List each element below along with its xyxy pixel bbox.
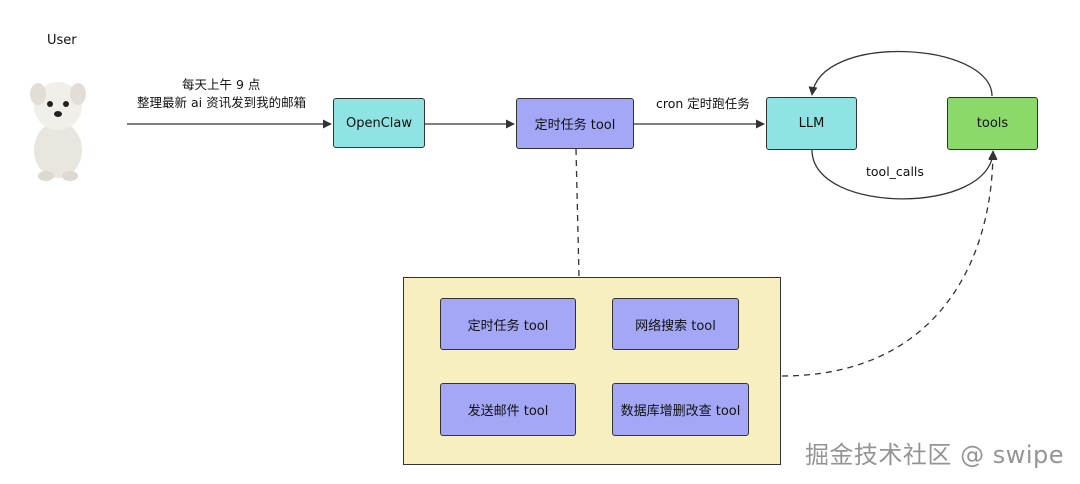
dog-icon <box>30 82 86 181</box>
toolbox-item-cron: 定时任务 tool <box>440 298 576 350</box>
request-line1: 每天上午 9 点 <box>182 77 261 92</box>
toolbox-item-send-email: 发送邮件 tool <box>440 383 576 436</box>
watermark: 掘金技术社区 @ swipe <box>804 441 1064 469</box>
edge-toolbox-tools-dashed <box>781 151 998 377</box>
node-cron-tool: 定时任务 tool <box>516 98 634 149</box>
toolbox-item-database-crud: 数据库增删改查 tool <box>612 383 749 436</box>
edge-label-cron: cron 定时跑任务 <box>656 96 750 111</box>
node-tools: tools <box>947 97 1038 150</box>
edge-llm-tools-loop <box>811 149 998 200</box>
edge-cron-toolbox-dashed <box>575 148 580 277</box>
edge-tools-llm-loop <box>808 50 993 97</box>
request-line2: 整理最新 ai 资讯发到我的邮箱 <box>137 95 307 110</box>
node-llm: LLM <box>766 97 857 150</box>
toolbox-item-web-search: 网络搜索 tool <box>612 298 739 350</box>
user-label: User <box>47 33 77 48</box>
edge-label-tool-calls: tool_calls <box>866 164 924 179</box>
node-openclaw: OpenClaw <box>333 98 425 148</box>
